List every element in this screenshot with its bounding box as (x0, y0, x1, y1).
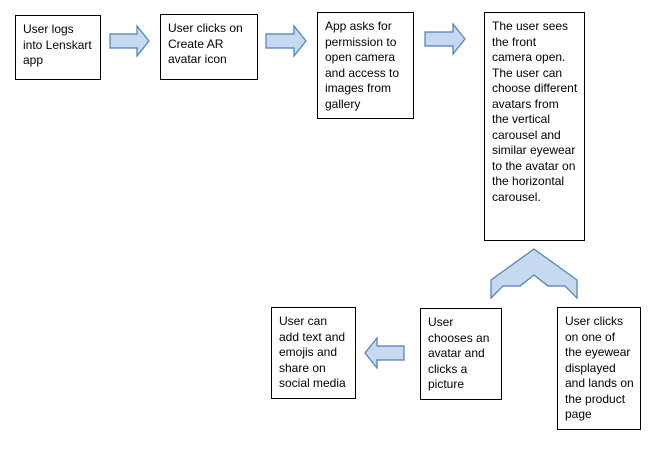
step-box-choose-avatar: User chooses an avatar and clicks a pict… (420, 308, 502, 400)
step-box-camera-open: The user sees the front camera open. The… (484, 12, 585, 241)
step-text: User clicks on one of the eyewear displa… (565, 314, 634, 421)
left-arrow-4 (364, 336, 405, 370)
step-text: User chooses an avatar and clicks a pict… (428, 315, 490, 391)
branch-chevron-arrow (490, 248, 578, 300)
right-arrow-2 (265, 24, 307, 58)
step-text: User can add text and emojis and share o… (279, 314, 346, 390)
step-box-create-avatar: User clicks on Create AR avatar icon (160, 14, 258, 80)
right-arrow-3 (424, 22, 466, 56)
step-text: The user sees the front camera open. The… (492, 19, 578, 204)
step-text: User logs into Lenskart app (23, 22, 92, 67)
right-arrow-1 (109, 24, 150, 58)
step-box-product-page: User clicks on one of the eyewear displa… (557, 307, 641, 430)
step-box-permissions: App asks for permission to open camera a… (317, 12, 414, 119)
step-text: User clicks on Create AR avatar icon (168, 21, 243, 66)
step-text: App asks for permission to open camera a… (325, 19, 400, 111)
step-box-login: User logs into Lenskart app (15, 15, 101, 80)
step-box-share: User can add text and emojis and share o… (271, 307, 356, 399)
